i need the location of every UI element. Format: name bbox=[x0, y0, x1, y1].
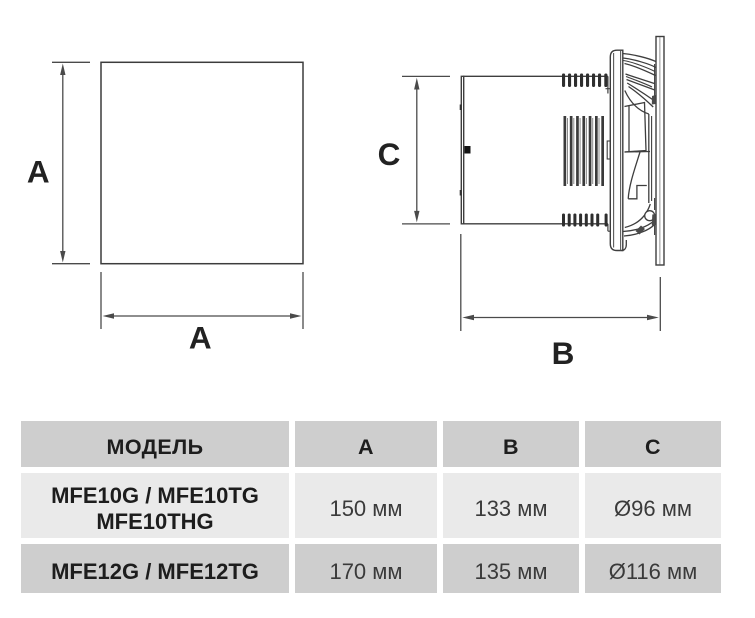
svg-text:C: C bbox=[378, 136, 401, 172]
svg-text:B: B bbox=[552, 335, 575, 371]
svg-text:A: A bbox=[27, 153, 50, 189]
svg-text:A: A bbox=[189, 319, 212, 355]
